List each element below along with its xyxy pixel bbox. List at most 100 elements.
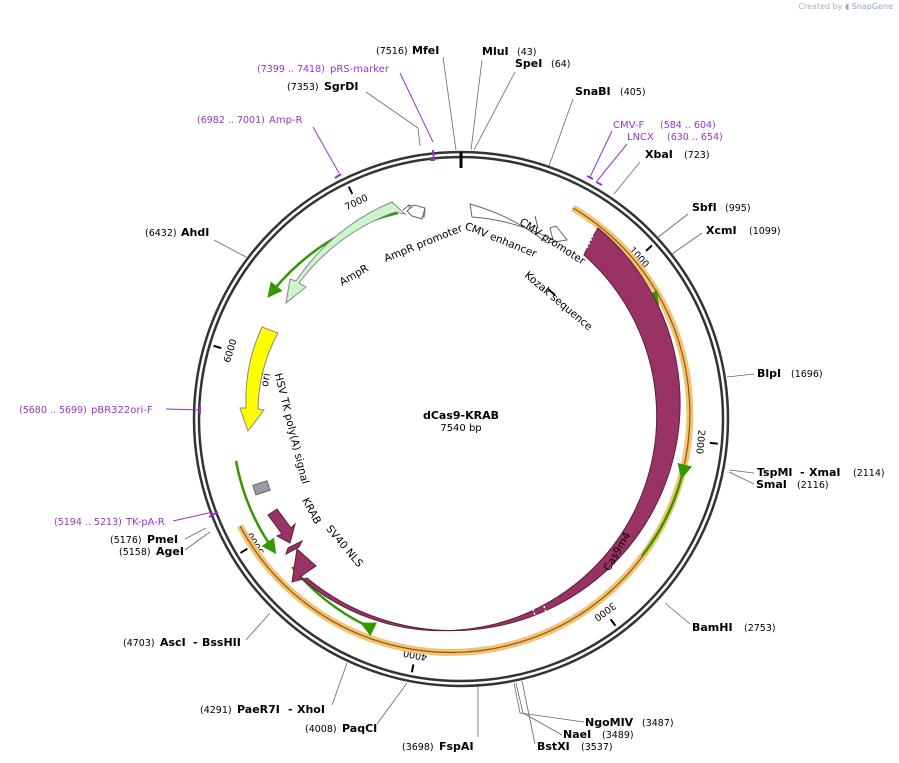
enzyme-paqci[interactable]: PaqCI: [342, 722, 377, 735]
sv40-feature: [285, 539, 304, 556]
enzyme-smai[interactable]: SmaI: [756, 478, 787, 491]
enzyme-bamhi[interactable]: BamHI: [692, 621, 733, 634]
primer-tk-pa-r[interactable]: TK-pA-R: [125, 517, 165, 528]
enzyme-pos-mlui: (43): [517, 47, 537, 58]
enzyme-naei[interactable]: NaeI: [563, 728, 591, 741]
enzyme-asci[interactable]: AscI: [160, 636, 186, 649]
enzyme-pos-smai: (2116): [797, 480, 829, 491]
plasmid-name: dCas9-KRAB: [423, 409, 499, 422]
enzyme-pos-blpi: (1696): [791, 369, 823, 380]
primer-range-lncx: (630 .. 654): [667, 132, 723, 143]
primer-range-ampr: (6982 .. 7001): [197, 115, 265, 126]
enzyme-pos-spei: (64): [551, 59, 571, 70]
enzyme-spei[interactable]: SpeI: [515, 57, 542, 70]
enzyme-paer7i[interactable]: PaeR7I: [237, 703, 280, 716]
watermark: Created by ◖ SnapGene: [798, 2, 893, 11]
primer-range-cmvf: (584 .. 604): [660, 120, 716, 131]
enzyme-labels: (7516) MfeI MluI (43) SpeI (64) (7353) S…: [110, 44, 885, 753]
tick-mark: [709, 441, 718, 445]
snapgene-logo-icon: ◖: [844, 2, 850, 11]
label-ampr-promoter: AmpR promoter: [382, 222, 464, 265]
enzyme-dash-xmai: -: [800, 466, 805, 479]
enzyme-mfei[interactable]: MfeI: [412, 44, 439, 57]
primer-range-prs: (7399 .. 7418): [257, 64, 325, 75]
enzyme-xbai[interactable]: XbaI: [645, 148, 673, 161]
tick-mark: [609, 618, 617, 627]
orf-arc-orange-line: [239, 207, 691, 653]
enzyme-pos-fspai: (3698): [402, 742, 434, 753]
enzyme-pos-bstxi: (3537): [581, 742, 613, 753]
tick-mark: [239, 547, 248, 554]
enzyme-pos-agei: (5158): [119, 547, 151, 558]
tick-label: 6000: [222, 338, 239, 364]
enzyme-pos-asci: (4703): [123, 638, 155, 649]
tick-mark: [645, 244, 653, 252]
label-ampr: AmpR: [338, 262, 371, 288]
enzyme-tspmi[interactable]: TspMI: [757, 466, 793, 479]
plasmid-size: 7540 bp: [440, 423, 481, 434]
krab-feature: [267, 508, 296, 544]
tick-label: 2000: [693, 429, 706, 454]
enzyme-pos-xcmi: (1099): [749, 226, 781, 237]
ampr-promoter-arrow: [406, 204, 426, 220]
enzyme-bstxi[interactable]: BstXI: [537, 740, 570, 753]
label-cas9: Cas9m4: [602, 530, 634, 573]
enzyme-xmai[interactable]: XmaI: [809, 466, 840, 479]
primer-cmv-f[interactable]: CMV-F: [613, 120, 644, 131]
label-ori: ori: [259, 372, 273, 388]
enzyme-ahdi[interactable]: AhdI: [181, 226, 209, 239]
kozak-feature: [547, 288, 556, 296]
tick-mark: [213, 344, 222, 350]
tick-label: 7000: [343, 193, 370, 213]
enzyme-pos-paqci: (4008): [305, 724, 337, 735]
enzyme-pos-paer7i: (4291): [200, 705, 232, 716]
watermark-text: Created by: [798, 2, 843, 11]
enzyme-dash-xhoi: -: [288, 703, 293, 716]
primer-amp-r[interactable]: Amp-R: [269, 115, 303, 126]
enzyme-ngomiv[interactable]: NgoMIV: [585, 716, 634, 729]
primer-labels: (7399 .. 7418) pRS-marker (6982 .. 7001)…: [19, 64, 723, 528]
primer-lncx[interactable]: LNCX: [627, 132, 654, 143]
enzyme-snabi[interactable]: SnaBI: [575, 85, 611, 98]
ampr-feature: [285, 201, 407, 305]
enzyme-xcmi[interactable]: XcmI: [706, 224, 737, 237]
cmv-divider: [534, 215, 539, 229]
enzyme-pmei[interactable]: PmeI: [147, 533, 178, 546]
enzyme-pos-pmei: (5176): [110, 535, 142, 546]
enzyme-pos-ahdi: (6432): [145, 228, 177, 239]
enzyme-pos-xbai: (723): [684, 150, 710, 161]
enzyme-leaders: [184, 56, 755, 745]
enzyme-fspai[interactable]: FspAI: [439, 740, 474, 753]
label-hsv: HSV TK poly(A) signal: [272, 372, 311, 485]
label-cmv-promoter: CMV promoter: [517, 216, 588, 268]
enzyme-pos-naei: (3489): [602, 730, 634, 741]
primer-pbr322ori-f[interactable]: pBR322ori-F: [91, 405, 153, 416]
tick-mark: [410, 664, 415, 673]
enzyme-pos-tspmi: (2114): [853, 468, 885, 479]
enzyme-sbfi[interactable]: SbfI: [692, 201, 717, 214]
cmv-feature: [469, 203, 568, 244]
ori-feature: [239, 326, 279, 433]
primer-prs-marker[interactable]: pRS-marker: [330, 64, 390, 75]
label-kozak: Kozak sequence: [522, 269, 595, 333]
enzyme-pos-ngomiv: (3487): [642, 718, 674, 729]
enzyme-sgrdi[interactable]: SgrDI: [324, 80, 358, 93]
hsv-feature: [252, 480, 271, 496]
enzyme-mlui[interactable]: MluI: [482, 45, 509, 58]
enzyme-bsshii[interactable]: BssHII: [202, 636, 241, 649]
enzyme-blpi[interactable]: BlpI: [757, 367, 781, 380]
enzyme-pos-mfei: (7516): [376, 46, 408, 57]
cas9-feature: [291, 227, 681, 632]
primer-leaders: [165, 72, 628, 522]
enzyme-agei[interactable]: AgeI: [156, 545, 184, 558]
label-sv40: SV40 NLS: [323, 523, 365, 570]
primer-range-tkpa: (5194 .. 5213): [54, 517, 122, 528]
enzyme-xhoi[interactable]: XhoI: [297, 703, 325, 716]
primer-range-pbr: (5680 .. 5699): [19, 405, 87, 416]
label-krab: KRAB: [299, 496, 323, 526]
enzyme-pos-sbfi: (995): [725, 203, 751, 214]
enzyme-pos-bamhi: (2753): [744, 623, 776, 634]
enzyme-pos-snabi: (405): [620, 87, 646, 98]
enzyme-dash-bsshii: -: [193, 636, 198, 649]
